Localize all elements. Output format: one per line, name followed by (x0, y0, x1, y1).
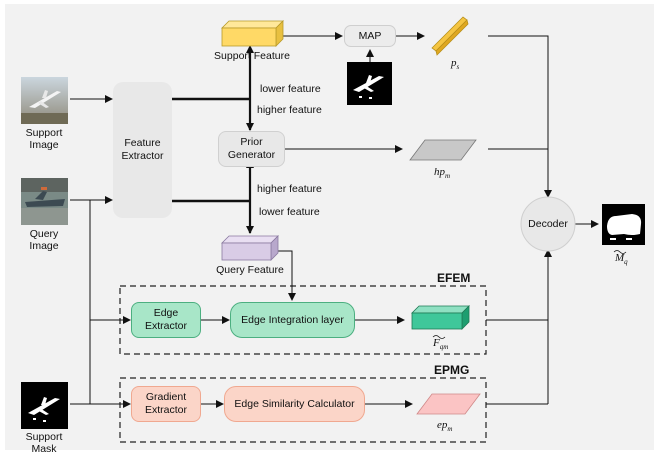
prior-generator-label-line1: Prior (240, 136, 263, 149)
higher-feature-label-top: higher feature (257, 104, 322, 116)
hp-symbol-main: hp (434, 166, 445, 178)
query-feature-label: Query Feature (216, 264, 284, 276)
lower-feature-label-bottom: lower feature (259, 206, 320, 218)
mq-tilde (613, 250, 627, 254)
edge-extractor-label-line2: Extractor (144, 320, 187, 332)
fq-tilde (432, 335, 446, 339)
ps-symbol-sub: s (456, 63, 460, 72)
mq-symbol: Mq (615, 252, 628, 266)
hp-symbol-sub: m (445, 172, 451, 181)
efem-title: EFEM (437, 271, 471, 285)
support-image-label: Support Image (12, 127, 76, 151)
query-feature-tensor (221, 235, 279, 261)
feature-extractor-label-line1: Feature (124, 137, 161, 150)
prior-generator-module: Prior Generator (218, 131, 285, 167)
gradient-extractor-label-line1: Gradient (145, 391, 187, 404)
edge-integration-module: Edge Integration layer (230, 302, 355, 338)
support-feature-tensor (221, 20, 284, 47)
fq-feature-tensor (411, 305, 470, 330)
edge-extractor-label-line1: Edge (153, 307, 179, 320)
feature-extractor-label-line2: Extractor (121, 150, 164, 162)
ep-symbol-main: ep (437, 419, 448, 431)
support-mask-label: Support Mask (12, 431, 76, 454)
higher-feature-label-bottom: higher feature (257, 183, 322, 195)
query-image-thumbnail (21, 178, 68, 225)
map-mask-thumbnail (347, 62, 392, 105)
support-image-label-line2: Image (29, 139, 59, 152)
fq-symbol-main: F (433, 337, 440, 349)
hp-symbol: hpm (434, 166, 450, 180)
edge-similarity-module: Edge Similarity Calculator (224, 386, 365, 422)
hp-prior-plane (409, 139, 477, 161)
gradient-extractor-label-line2: Extractor (144, 404, 187, 416)
ps-symbol: ps (451, 57, 459, 71)
ep-prior-plane (416, 393, 481, 415)
feature-extractor-module: Feature Extractor (113, 82, 172, 218)
mq-symbol-sub: q (624, 258, 628, 267)
epmg-section-box (119, 377, 487, 443)
query-image-label-line1: Query (29, 228, 59, 240)
map-module: MAP (344, 25, 396, 47)
edge-extractor-module: Edge Extractor (131, 302, 201, 338)
mq-symbol-main: M (615, 252, 625, 264)
output-mask-thumbnail (602, 204, 645, 245)
prior-generator-label-line2: Generator (227, 149, 276, 161)
decoder-label: Decoder (528, 218, 568, 230)
query-image-label-line2: Image (29, 240, 59, 253)
ps-prototype-bar (431, 16, 469, 56)
ps-symbol-main: p (451, 57, 457, 69)
decoder-node (520, 196, 576, 252)
support-feature-label: Support Feature (214, 50, 290, 62)
support-mask-label-line2: Mask (31, 443, 57, 454)
support-image-thumbnail (21, 77, 68, 124)
arrow-ps-to-decoder (488, 35, 552, 198)
gradient-extractor-module: Gradient Extractor (131, 386, 201, 422)
support-mask-label-line1: Support (25, 431, 63, 443)
support-image-label-line1: Support (25, 127, 63, 139)
arrow-efem-to-decoder (486, 249, 552, 321)
ep-symbol: epm (437, 419, 452, 433)
fq-symbol: Fqm (433, 337, 448, 351)
support-mask-thumbnail (21, 382, 68, 429)
lower-feature-label-top: lower feature (260, 83, 321, 95)
fq-symbol-sub: qm (439, 343, 449, 352)
ep-symbol-sub: m (447, 425, 453, 434)
arrow-query-feature-to-integration (278, 250, 296, 301)
epmg-title: EPMG (434, 363, 470, 377)
query-image-label: Query Image (12, 228, 76, 252)
